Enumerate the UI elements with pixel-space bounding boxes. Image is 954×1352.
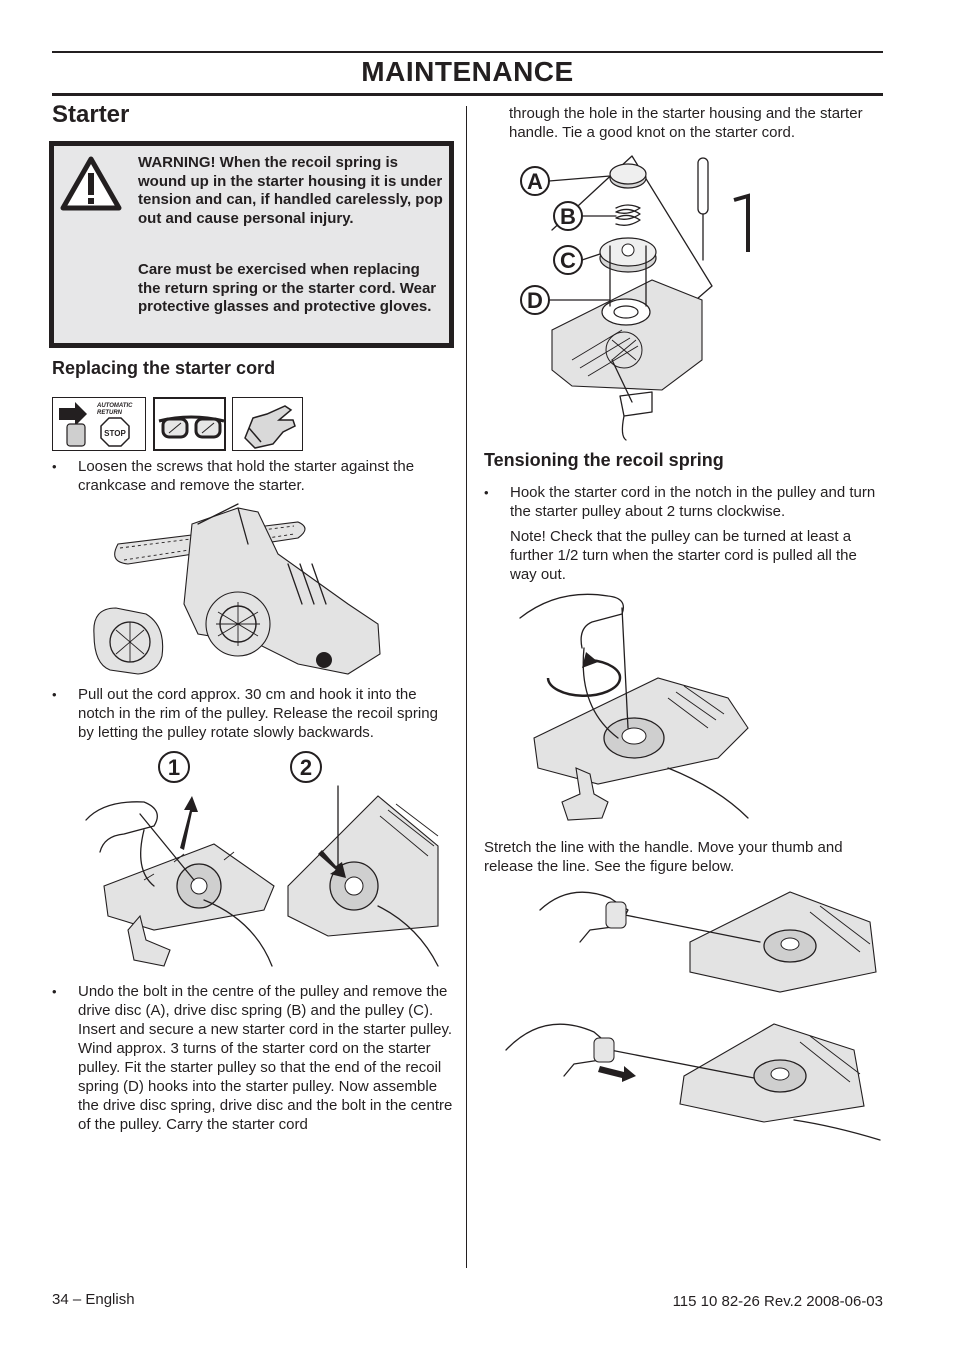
protective-glasses-icon bbox=[153, 397, 226, 451]
step-2-number: 2 bbox=[300, 755, 312, 780]
callout-c-label: C bbox=[560, 248, 576, 273]
warning-paragraph-1: WARNING! When the recoil spring is wound… bbox=[138, 154, 443, 227]
stretch-illustration-2 bbox=[505, 1023, 881, 1141]
protective-glove-icon bbox=[232, 397, 303, 451]
note-text: Note! Check that the pulley can be turne… bbox=[510, 528, 857, 583]
bullet-loosen-screws-text: Loosen the screws that hold the starter … bbox=[78, 458, 415, 494]
footer-doc-reference: 115 10 82-26 Rev.2 2008-06-03 bbox=[672, 1293, 883, 1310]
bullet-pull-cord-text: Pull out the cord approx. 30 cm and hook… bbox=[78, 686, 438, 741]
step-2-badge: 2 bbox=[290, 751, 322, 783]
callout-b-label: B bbox=[560, 204, 576, 229]
callout-d-label: D bbox=[527, 288, 543, 313]
bullet-undo-bolt-text: Undo the bolt in the centre of the pulle… bbox=[78, 983, 453, 1133]
step-1-badge: 1 bbox=[158, 751, 190, 783]
callout-a: A bbox=[520, 166, 611, 196]
step-2-illustration bbox=[287, 785, 439, 967]
step-1-number: 1 bbox=[168, 755, 180, 780]
header-bottom-rule bbox=[52, 93, 883, 96]
automatic-return-stop-icon: AUTOMATIC RETURN STOP bbox=[52, 397, 146, 451]
stretch-illustration-1 bbox=[539, 891, 877, 993]
warning-paragraph-2: Care must be exercised when replacing th… bbox=[138, 261, 437, 315]
page-section-header: MAINTENANCE bbox=[361, 56, 574, 87]
chainsaw-illustration bbox=[93, 503, 381, 675]
callout-a-label: A bbox=[527, 169, 543, 194]
exploded-view-illustration: A B C D bbox=[520, 155, 750, 441]
callout-d: D bbox=[520, 285, 611, 315]
replacing-cord-heading: Replacing the starter cord bbox=[52, 358, 276, 378]
auto-return-line-1: AUTOMATIC bbox=[96, 403, 133, 409]
stop-sign-text: STOP bbox=[104, 429, 126, 438]
footer-page-number: 34 – English bbox=[52, 1291, 135, 1308]
continued-text: through the hole in the starter housing … bbox=[509, 105, 863, 141]
tensioning-heading: Tensioning the recoil spring bbox=[484, 450, 724, 470]
auto-return-line-2: RETURN bbox=[97, 410, 123, 416]
warning-triangle-icon bbox=[60, 156, 122, 211]
header-top-rule bbox=[52, 51, 883, 53]
stretch-text: Stretch the line with the handle. Move y… bbox=[484, 839, 843, 875]
callout-c: C bbox=[553, 245, 601, 275]
bullet-hook-cord-text: Hook the starter cord in the notch in th… bbox=[510, 484, 876, 520]
callout-b: B bbox=[553, 201, 617, 231]
section-title: Starter bbox=[52, 101, 130, 128]
column-divider bbox=[466, 106, 467, 1268]
warning-box: WARNING! When the recoil spring is wound… bbox=[49, 141, 454, 348]
tensioning-illustration bbox=[519, 593, 749, 821]
step-1-illustration bbox=[85, 796, 275, 967]
